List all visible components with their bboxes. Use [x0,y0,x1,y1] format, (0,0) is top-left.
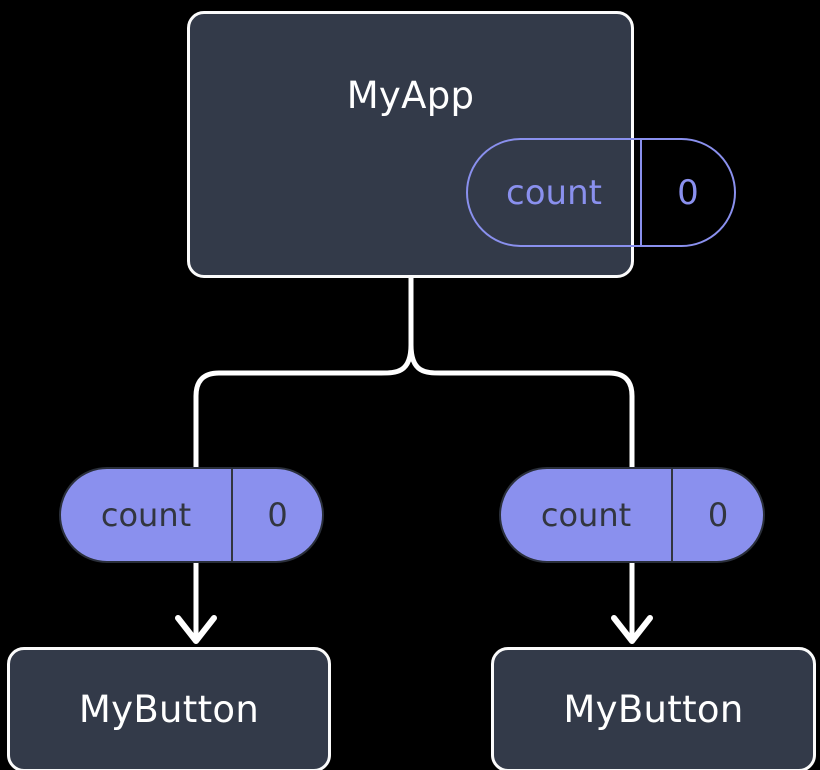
branch-left [193,342,414,473]
component-box-myapp[interactable]: MyApp count 0 [187,11,736,278]
branch-right [408,342,635,473]
component-title-myapp: MyApp [346,74,475,117]
arrow-down-icon-right [611,615,653,644]
prop-value-label-left: 0 [267,496,288,534]
prop-pill-left[interactable]: count 0 [59,467,324,563]
component-box-mybutton-right[interactable]: MyButton [491,647,816,770]
arrow-down-icon-left [175,615,217,644]
component-title-mybutton-right: MyButton [563,688,744,731]
prop-key-label-right: count [501,469,673,561]
state-key-label: count [468,140,642,245]
prop-value-label-right: 0 [707,496,729,534]
prop-key-label-left: count [61,469,233,561]
prop-pill-right[interactable]: count 0 [499,467,765,563]
state-value-label: 0 [677,172,699,213]
component-box-mybutton-left[interactable]: MyButton [7,647,331,770]
component-title-mybutton-left: MyButton [78,688,260,731]
state-pill-myapp[interactable]: count 0 [466,138,736,247]
